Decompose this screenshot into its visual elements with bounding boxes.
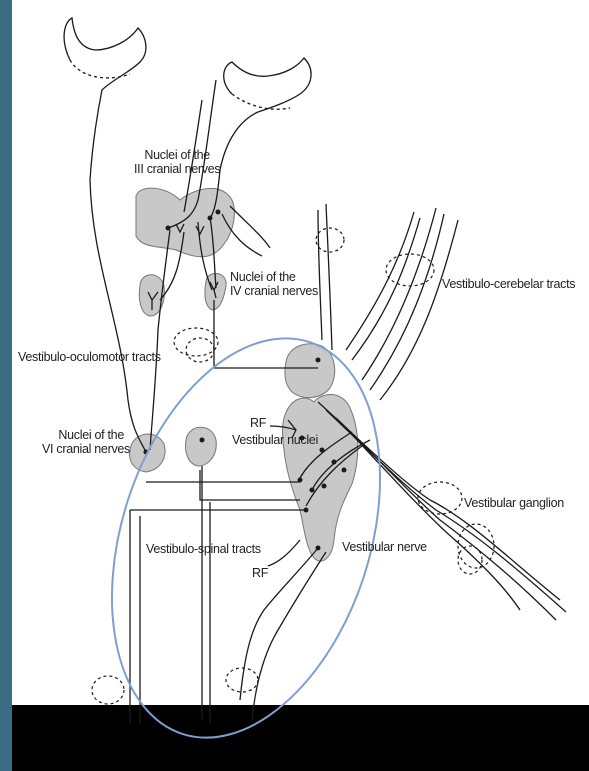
label-nuclei-iv: Nuclei of the IV cranial nerves xyxy=(230,270,318,298)
nucleus-vi-right xyxy=(186,427,217,466)
label-nuclei-iii-line1: Nuclei of the xyxy=(134,148,220,162)
label-vestibular-ganglion: Vestibular ganglion xyxy=(464,496,564,510)
brain-contour-right xyxy=(224,58,311,112)
vestibular-nucleus-top xyxy=(285,344,335,398)
label-vestibulo-oculomotor: Vestibulo-oculomotor tracts xyxy=(18,350,161,364)
label-rf-top: RF xyxy=(250,416,266,430)
label-vestibulo-spinal: Vestibulo-spinal tracts xyxy=(146,542,261,556)
label-nuclei-iv-line1: Nuclei of the xyxy=(230,270,318,284)
label-vestibular-nuclei: Vestibular nuclei xyxy=(232,433,318,447)
label-vestibulo-cerebelar: Vestibulo-cerebelar tracts xyxy=(442,277,575,291)
label-nuclei-vi-line2: VI cranial nerves xyxy=(42,442,124,456)
label-nuclei-vi: Nuclei of the VI cranial nerves xyxy=(42,428,124,456)
label-rf-bottom: RF xyxy=(252,566,268,580)
label-vestibular-nerve: Vestibular nerve xyxy=(342,540,427,554)
label-nuclei-vi-line1: Nuclei of the xyxy=(42,428,124,442)
label-nuclei-iv-line2: IV cranial nerves xyxy=(230,284,318,298)
label-nuclei-iii-line2: III cranial nerves xyxy=(134,162,220,176)
label-nuclei-iii: Nuclei of the III cranial nerves xyxy=(134,148,220,176)
nucleus-iii xyxy=(136,188,234,257)
